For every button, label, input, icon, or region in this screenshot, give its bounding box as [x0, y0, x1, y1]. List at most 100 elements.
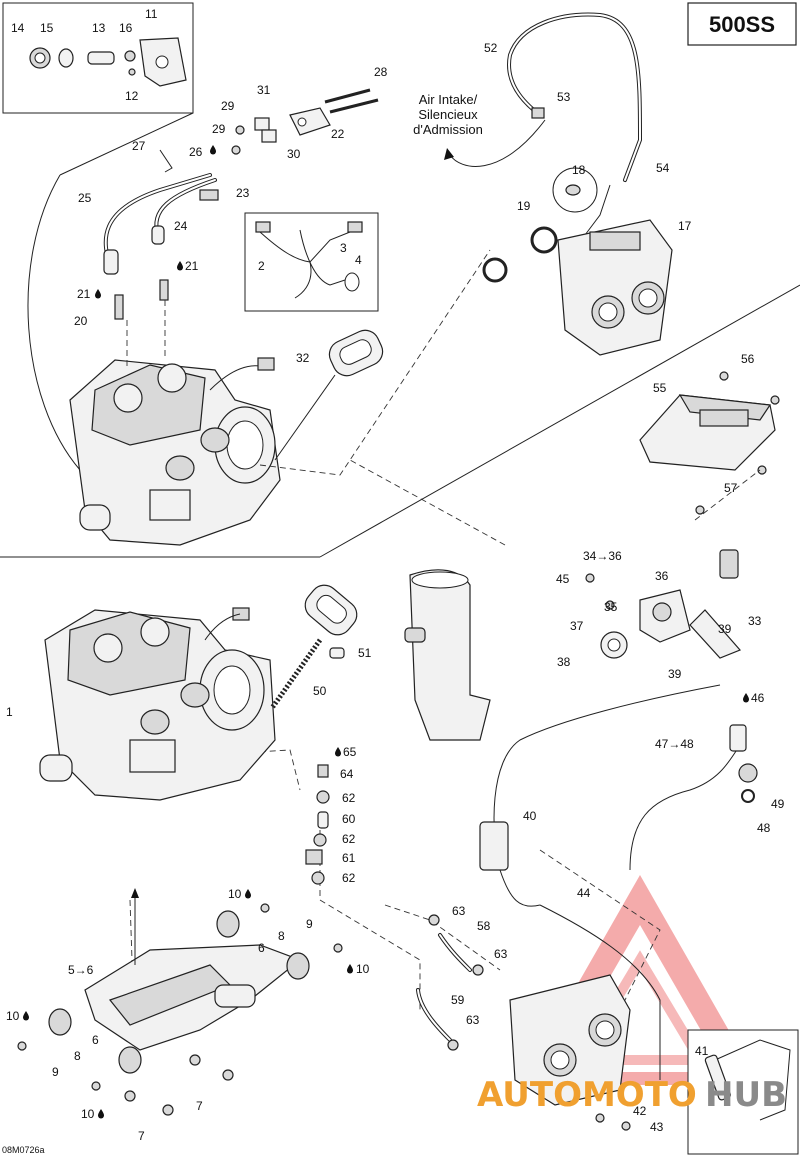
- callout-57: 57: [724, 481, 738, 495]
- callout-9b: 9: [52, 1065, 59, 1079]
- callout-52: 52: [484, 41, 498, 55]
- watermark-text-gray: HUB: [705, 1075, 787, 1115]
- callout-3: 3: [340, 241, 347, 255]
- callout-61: 61: [342, 851, 356, 865]
- callout-53: 53: [557, 90, 571, 104]
- callout-1: 1: [6, 705, 13, 719]
- callout-31: 31: [257, 83, 271, 97]
- choke-cable: [629, 724, 758, 871]
- callout-8a: 8: [278, 929, 285, 943]
- callout-6b: 6: [92, 1033, 99, 1047]
- callout-29a: 29: [221, 99, 235, 113]
- inset-bracket: [704, 1039, 791, 1121]
- callout-27: 27: [132, 139, 146, 153]
- callout-10a: 10: [228, 887, 242, 901]
- callout-8b: 8: [74, 1049, 81, 1063]
- callout-12: 12: [125, 89, 139, 103]
- callout-10b: 10: [356, 962, 370, 976]
- throttle-housing: [585, 549, 742, 659]
- oil-drop-icon: [23, 1011, 29, 1021]
- ignition-wires: [103, 149, 219, 320]
- callout-44: 44: [577, 886, 591, 900]
- model-label: 500SS: [709, 12, 775, 37]
- callout-10c: 10: [6, 1009, 20, 1023]
- callout-11: 11: [145, 7, 158, 21]
- callout-32: 32: [296, 351, 310, 365]
- callout-39b: 39: [668, 667, 682, 681]
- callout-48: 48: [757, 821, 771, 835]
- callout-55: 55: [653, 381, 667, 395]
- callout-38: 38: [557, 655, 571, 669]
- upper-engine-assembly: [69, 357, 281, 546]
- callout-59: 59: [451, 993, 465, 1007]
- callout-37: 37: [570, 619, 584, 633]
- carburetor-upper: [482, 167, 673, 356]
- callout-21a: 21: [77, 287, 91, 301]
- oil-drop-icon: [98, 1109, 104, 1119]
- air-intake-note-line3: d'Admission: [413, 122, 483, 137]
- air-intake-note-line2: Silencieux: [418, 107, 478, 122]
- callout-14: 14: [11, 21, 25, 35]
- callout-13: 13: [92, 21, 106, 35]
- callout-40: 40: [523, 809, 537, 823]
- callout-50: 50: [313, 684, 327, 698]
- callout-63b: 63: [494, 947, 508, 961]
- callout-62b: 62: [342, 832, 356, 846]
- rewind-handle-lower: [269, 584, 358, 710]
- impulse-hoses: [416, 914, 484, 1051]
- callout-23: 23: [236, 186, 250, 200]
- throttle-cable: [479, 684, 721, 1080]
- callout-17: 17: [678, 219, 692, 233]
- engine-mount: [17, 888, 343, 1116]
- callout-4: 4: [355, 253, 362, 267]
- callout-7b: 7: [138, 1129, 145, 1143]
- callout-39a: 39: [718, 622, 732, 636]
- air-intake-hose: [444, 12, 643, 236]
- callout-30: 30: [287, 147, 301, 161]
- callout-62a: 62: [342, 791, 356, 805]
- callout-47-48: 47→48: [655, 737, 694, 751]
- carburetor-lower: [509, 974, 631, 1131]
- callout-10d: 10: [81, 1107, 95, 1121]
- callout-19: 19: [517, 199, 531, 213]
- rewind-handle-upper: [274, 329, 384, 461]
- callout-60: 60: [342, 812, 356, 826]
- oil-drop-icon: [177, 261, 183, 271]
- callout-16: 16: [119, 21, 133, 35]
- callout-7a: 7: [196, 1099, 203, 1113]
- callout-5-6: 5→6: [68, 963, 94, 977]
- callout-18: 18: [572, 163, 586, 177]
- callout-24: 24: [174, 219, 188, 233]
- callout-49: 49: [771, 797, 785, 811]
- callout-22: 22: [331, 127, 345, 141]
- doc-id: 08M0726a: [2, 1145, 45, 1155]
- callout-36: 36: [655, 569, 669, 583]
- callout-41: 41: [695, 1044, 709, 1058]
- callout-28: 28: [374, 65, 388, 79]
- callout-51: 51: [358, 646, 372, 660]
- callout-34-36: 34→36: [583, 549, 622, 563]
- oil-drop-icon: [245, 889, 251, 899]
- air-silencer: [639, 371, 780, 515]
- air-intake-note-line1: Air Intake/: [419, 92, 478, 107]
- callout-33: 33: [748, 614, 762, 628]
- oil-drop-icon: [335, 747, 341, 757]
- callout-62c: 62: [342, 871, 356, 885]
- callout-63a: 63: [452, 904, 466, 918]
- callout-25: 25: [78, 191, 92, 205]
- callout-21b: 21: [185, 259, 199, 273]
- callout-2: 2: [258, 259, 265, 273]
- oil-drop-icon: [743, 693, 749, 703]
- callout-20: 20: [74, 314, 88, 328]
- callout-15: 15: [40, 21, 54, 35]
- callout-42: 42: [633, 1104, 647, 1118]
- callout-43: 43: [650, 1120, 664, 1134]
- callout-26: 26: [189, 145, 203, 159]
- inset-cover-parts: [29, 37, 187, 87]
- callout-35: 35: [604, 600, 618, 614]
- muffler-tank: [404, 569, 491, 741]
- callout-56: 56: [741, 352, 755, 366]
- harness-inset: [255, 221, 363, 299]
- callout-29b: 29: [212, 122, 226, 136]
